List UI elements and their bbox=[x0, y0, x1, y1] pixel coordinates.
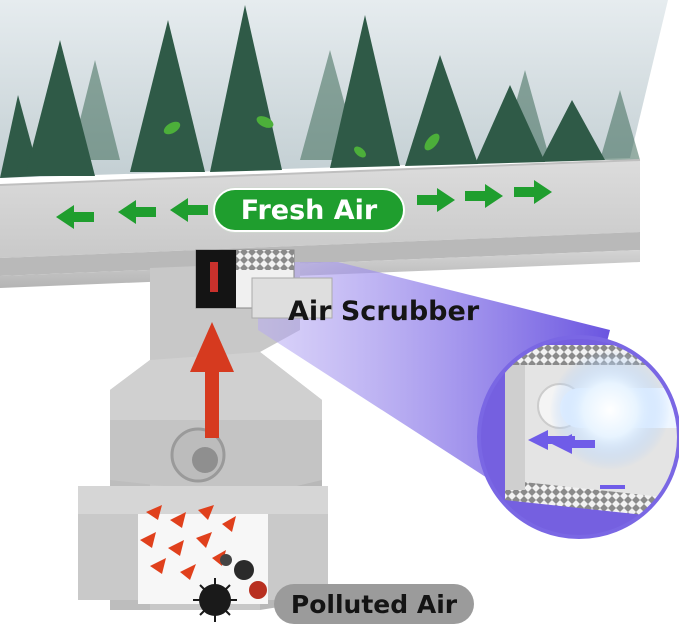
forest-window bbox=[0, 0, 668, 244]
air-scrubber-unit bbox=[195, 249, 333, 319]
trunk-duct bbox=[78, 262, 328, 610]
magnified-uv-lamp bbox=[477, 335, 679, 539]
arrow-icon bbox=[528, 430, 595, 454]
pollutant-particles bbox=[140, 505, 267, 622]
air-scrubber-label: Air Scrubber bbox=[288, 296, 480, 327]
fresh-air-label: Fresh Air bbox=[213, 188, 405, 232]
virus-icon bbox=[193, 554, 267, 622]
fresh-air-arrows-icon bbox=[56, 180, 552, 229]
polluted-air-label: Polluted Air bbox=[274, 584, 474, 624]
updraft-arrow-icon bbox=[190, 322, 234, 438]
